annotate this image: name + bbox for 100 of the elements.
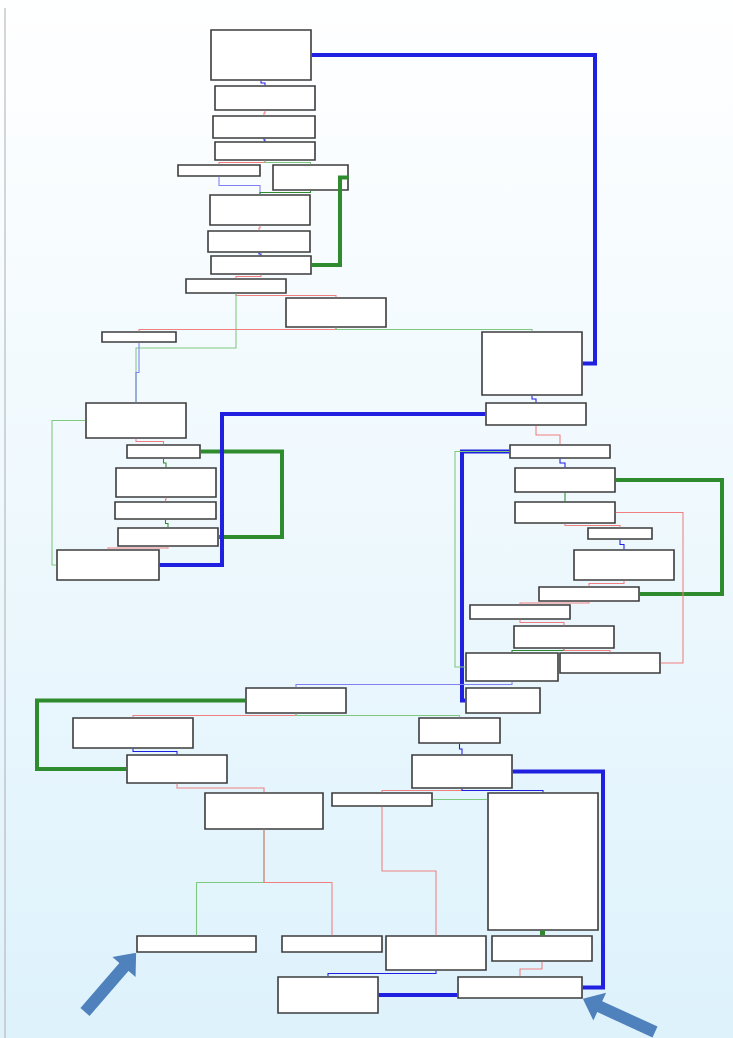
process-box: [72, 717, 194, 749]
connector-line: [327, 970, 437, 977]
process-box: [214, 85, 316, 111]
connector-line: [615, 478, 724, 596]
connector-line: [263, 829, 333, 936]
process-box: [465, 652, 559, 682]
process-box: [331, 792, 433, 807]
connector-line: [564, 492, 566, 502]
process-box: [411, 754, 513, 789]
process-box: [212, 115, 316, 139]
connector-line: [519, 961, 543, 977]
connector-line: [159, 412, 486, 567]
connector-line: [511, 648, 565, 653]
process-box: [210, 255, 312, 275]
process-box: [117, 527, 219, 547]
connector-line: [519, 619, 565, 626]
process-box: [513, 625, 615, 649]
process-box: [114, 501, 217, 520]
connector-line: [176, 783, 265, 793]
process-box: [514, 501, 616, 524]
connector-line: [164, 497, 167, 502]
process-box: [509, 444, 611, 459]
process-box: [285, 297, 387, 328]
process-box: [101, 331, 177, 343]
process-box: [514, 467, 616, 493]
process-box: [56, 549, 160, 581]
process-box: [491, 935, 593, 962]
process-box: [204, 792, 324, 830]
connector-line: [519, 601, 590, 605]
process-box: [385, 935, 487, 971]
connector-line: [432, 798, 488, 801]
process-box: [207, 230, 311, 253]
process-box: [538, 586, 640, 602]
process-box: [177, 164, 261, 177]
connector-line: [51, 419, 86, 566]
connector-line: [218, 160, 266, 165]
connector-line: [540, 930, 545, 936]
connector-line: [263, 110, 266, 116]
connector-line: [535, 425, 561, 445]
process-box: [245, 687, 347, 714]
connector-line: [460, 449, 510, 703]
process-box: [587, 527, 653, 540]
process-box: [126, 754, 228, 784]
process-box: [115, 467, 217, 498]
connector-line: [311, 175, 349, 267]
connector-line: [311, 53, 597, 366]
connector-line: [135, 438, 165, 445]
process-box: [481, 331, 583, 396]
process-box: [559, 652, 661, 674]
connector-line: [264, 160, 312, 165]
connector-line: [454, 450, 510, 668]
process-box: [469, 604, 571, 620]
process-box: [126, 444, 201, 459]
connector-line: [295, 681, 513, 688]
connector-line: [588, 580, 625, 587]
connector-line: [335, 327, 533, 332]
connector-line: [235, 293, 337, 298]
process-box: [465, 687, 541, 714]
connector-line: [132, 748, 178, 755]
process-box: [277, 976, 379, 1014]
process-box: [281, 935, 383, 953]
connector-line: [200, 449, 284, 539]
process-box: [418, 717, 501, 744]
process-box: [85, 402, 187, 439]
process-box: [214, 141, 316, 161]
process-box: [485, 402, 587, 426]
process-box: [457, 976, 583, 999]
connector-line: [259, 190, 312, 195]
connector-line: [107, 546, 169, 550]
connector-line: [138, 327, 337, 332]
connector-line: [218, 176, 261, 195]
connector-line: [559, 458, 566, 468]
process-box: [272, 164, 349, 191]
process-box: [136, 935, 257, 953]
connector-line: [258, 225, 261, 231]
process-box: [210, 29, 312, 81]
connector-line: [619, 539, 625, 550]
connector-line: [295, 713, 461, 718]
connector-line: [162, 458, 167, 468]
connector-line: [263, 138, 266, 142]
connector-line: [461, 788, 544, 793]
connector-line: [235, 274, 262, 279]
connector-line: [132, 713, 297, 718]
connector-line: [531, 395, 537, 403]
process-box: [487, 792, 599, 931]
connector-line: [35, 698, 246, 771]
connector-line: [512, 769, 605, 990]
connector-line: [458, 743, 463, 755]
connector-line: [164, 519, 169, 528]
connector-line: [563, 648, 611, 653]
connector-line: [135, 342, 140, 403]
connector-line: [258, 252, 262, 256]
process-box: [573, 549, 675, 581]
process-box: [209, 194, 311, 226]
connector-line: [381, 806, 437, 936]
connector-line: [564, 523, 621, 528]
process-box: [185, 278, 287, 294]
connector-line: [378, 993, 458, 997]
connector-line: [381, 788, 463, 793]
connector-line: [260, 80, 266, 86]
